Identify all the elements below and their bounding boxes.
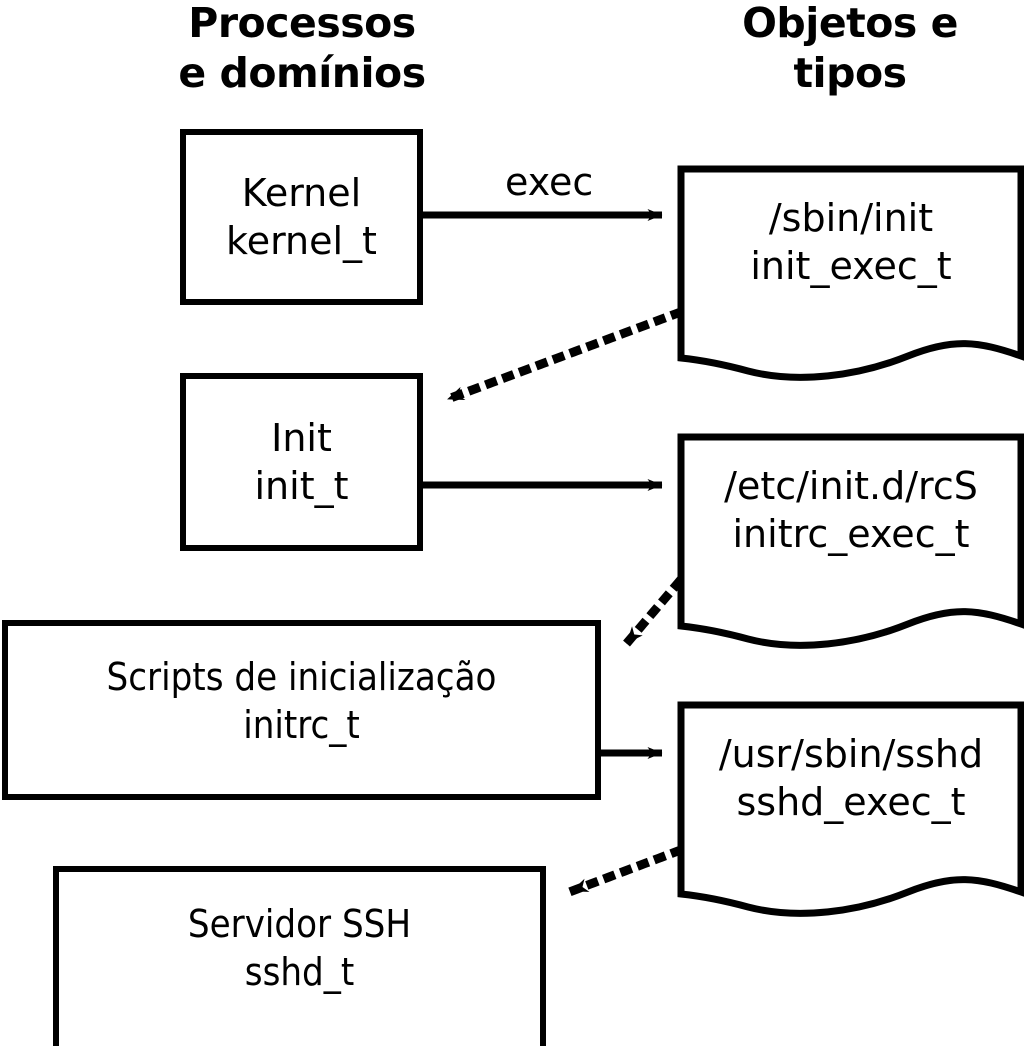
edge-label-exec: exec: [505, 160, 594, 204]
object-doc-sshd-exec[interactable]: /usr/sbin/sshd sshd_exec_t: [677, 701, 1024, 922]
process-box-init-type: init_t: [254, 464, 349, 508]
column-header-processes: Processos e domínios: [178, 0, 426, 97]
edge-sshd_exec-to-sshd: [566, 845, 684, 897]
process-box-sshd-title: Servidor SSH: [187, 902, 412, 946]
process-box-initrc-type: initrc_t: [243, 703, 360, 747]
process-box-init[interactable]: Init init_t: [180, 373, 423, 551]
edge-initrc_exec-to-initrc: [620, 576, 685, 650]
object-doc-initrc-exec[interactable]: /etc/init.d/rcS initrc_exec_t: [677, 433, 1024, 654]
object-doc-init-exec[interactable]: /sbin/init init_exec_t: [677, 165, 1024, 386]
process-box-kernel-type: kernel_t: [226, 219, 377, 263]
column-header-objects: Objetos e tipos: [742, 0, 958, 97]
edge-init_exec-to-init: [442, 307, 684, 405]
process-box-sshd[interactable]: Servidor SSH sshd_t: [53, 866, 546, 1046]
process-box-init-title: Init: [271, 416, 332, 460]
process-box-initrc[interactable]: Scripts de inicialização initrc_t: [2, 620, 601, 800]
process-box-kernel[interactable]: Kernel kernel_t: [180, 129, 423, 305]
process-box-initrc-title: Scripts de inicialização: [106, 655, 497, 699]
process-box-sshd-type: sshd_t: [244, 950, 355, 994]
process-box-kernel-title: Kernel: [241, 171, 362, 215]
